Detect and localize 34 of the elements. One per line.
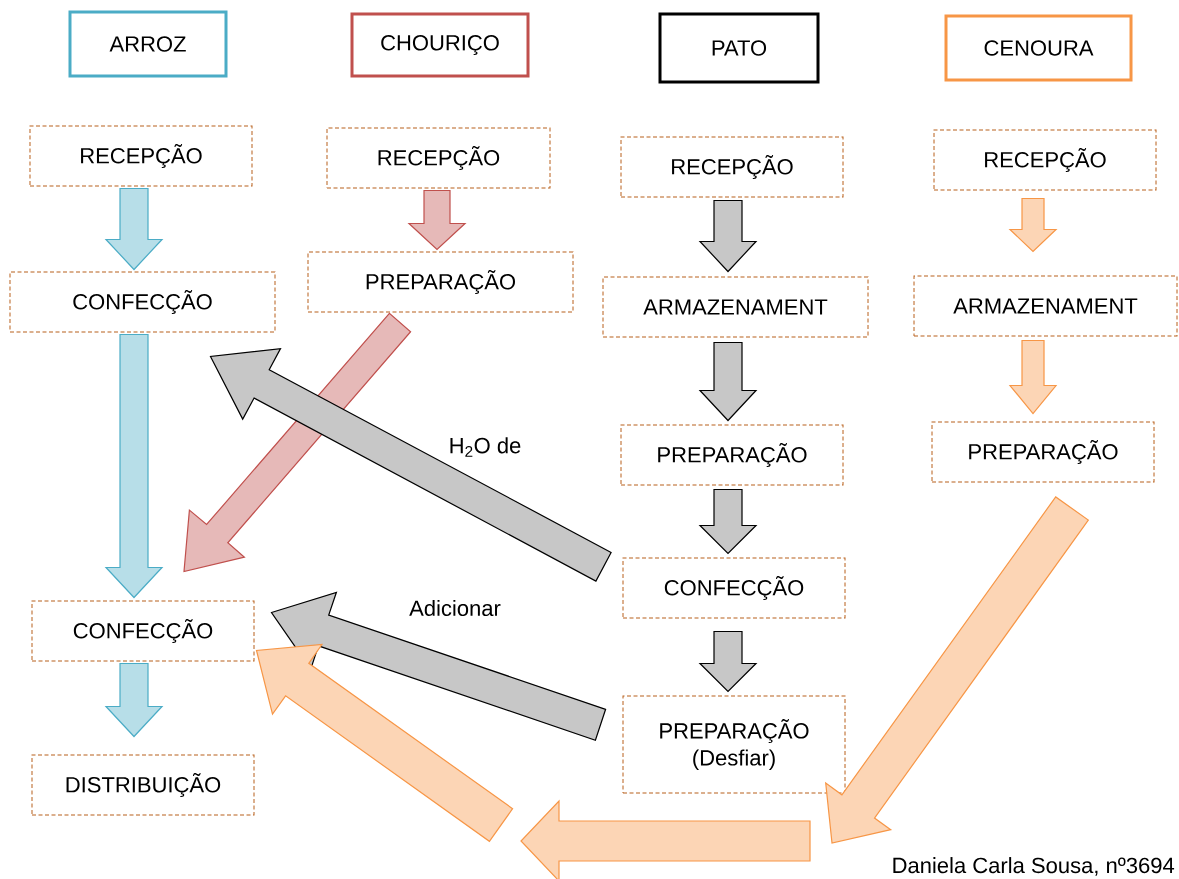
block-arrow — [698, 630, 758, 693]
process-box: ARMAZENAMENT — [602, 276, 869, 338]
process-box: CONFECÇÃO — [9, 271, 276, 333]
block-arrow — [104, 662, 164, 738]
process-box: RECEPÇÃO — [326, 127, 551, 189]
block-arrow — [209, 347, 612, 582]
block-arrow — [104, 333, 164, 599]
process-box: CONFECÇÃO — [622, 557, 846, 619]
author-note: Daniela Carla Sousa, nº3694 — [893, 857, 1175, 876]
block-arrow — [1008, 197, 1058, 253]
process-box: PREPARAÇÃO — [931, 421, 1155, 483]
process-box: ARMAZENAMENT — [913, 275, 1178, 337]
column-header: CENOURA — [944, 14, 1133, 82]
process-box: RECEPÇÃO — [620, 136, 844, 198]
process-box: RECEPÇÃO — [933, 129, 1157, 191]
column-header: PATO — [658, 12, 820, 84]
process-box: PREPARAÇÃO (Desfiar) — [622, 695, 846, 794]
block-arrow — [183, 312, 412, 573]
process-box: PREPARAÇÃO — [620, 424, 844, 486]
process-box: CONFECÇÃO — [31, 600, 255, 662]
block-arrow — [698, 341, 758, 422]
process-box: DISTRIBUIÇÃO — [31, 754, 255, 816]
block-arrow — [1008, 339, 1058, 415]
block-arrow — [407, 189, 467, 251]
column-header: CHOURIÇO — [350, 12, 530, 78]
block-arrow — [270, 591, 607, 741]
edge-label: H$_{2}$O de — [447, 436, 523, 458]
column-header: ARROZ — [68, 10, 228, 78]
block-arrow — [698, 199, 758, 273]
edge-label: Adicionar — [408, 598, 502, 618]
block-arrow — [104, 187, 164, 271]
process-box: RECEPÇÃO — [29, 125, 253, 187]
block-arrow — [698, 488, 758, 555]
process-box: PREPARAÇÃO — [307, 251, 574, 313]
